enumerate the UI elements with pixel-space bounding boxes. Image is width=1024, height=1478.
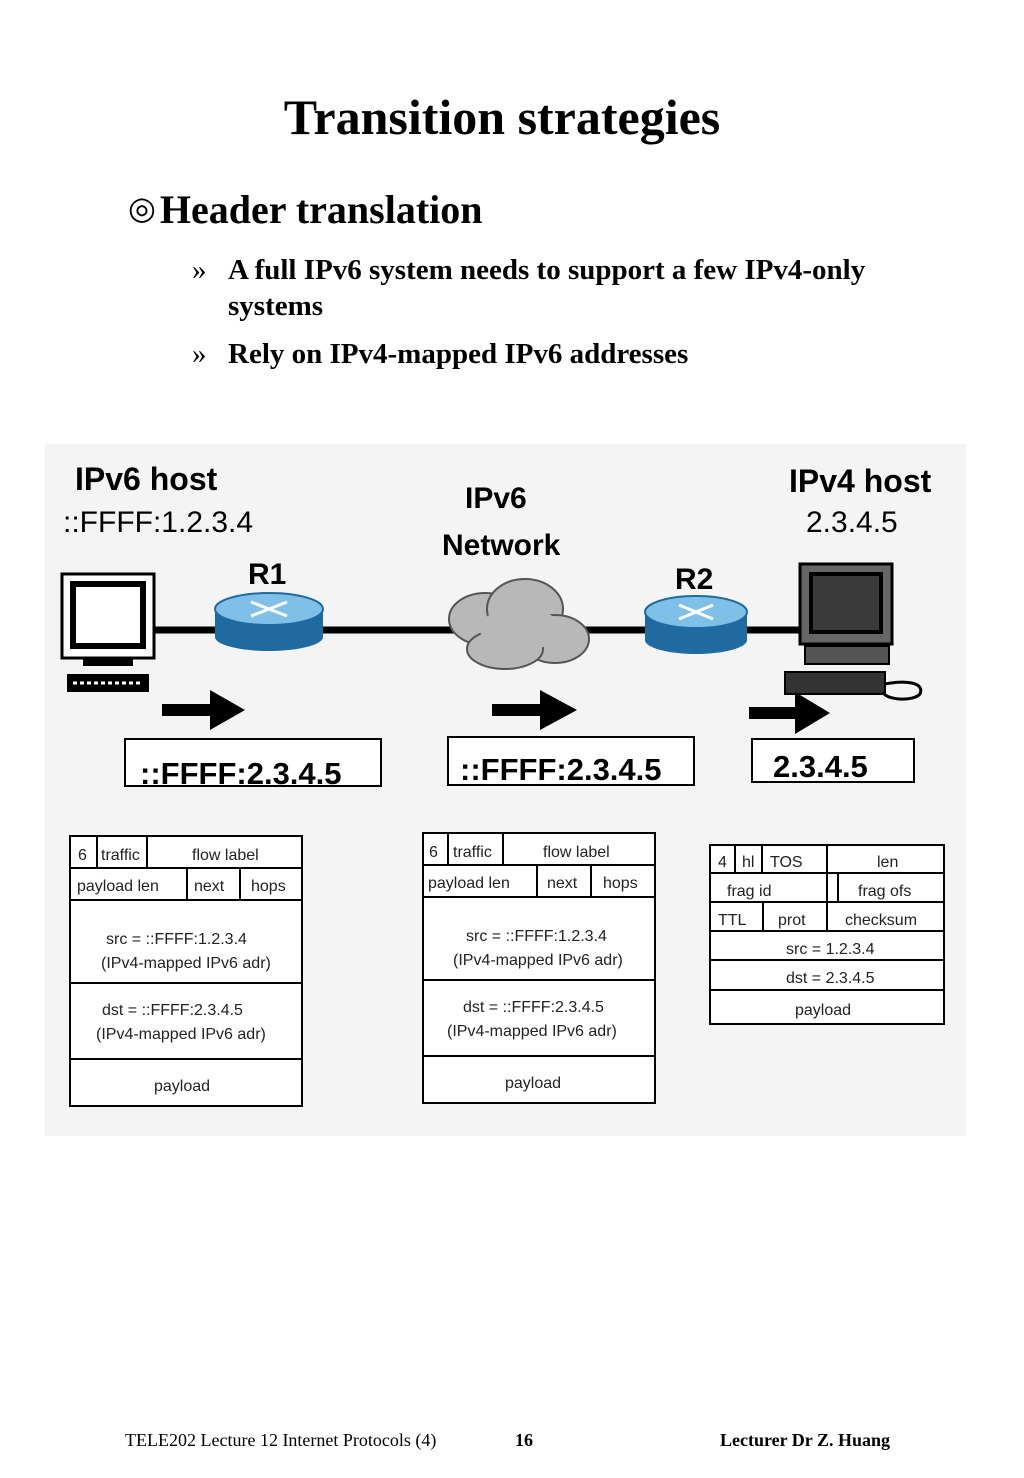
field-traffic: traffic — [101, 847, 140, 864]
field-traffic: traffic — [453, 844, 492, 861]
field-payload: payload — [505, 1075, 561, 1092]
field-next: next — [194, 878, 225, 895]
sub-bullet-marker: » — [192, 254, 207, 286]
network-label-network: Network — [442, 529, 561, 562]
ipv6-host-computer-icon — [60, 572, 156, 692]
bullet-text: Header translation — [159, 187, 483, 232]
ipv6-network-cloud-icon — [448, 578, 590, 670]
sub-bullet-marker: » — [192, 338, 207, 370]
field-dst-note: (IPv4-mapped IPv6 adr) — [447, 1023, 617, 1040]
field-payload: payload — [154, 1078, 210, 1095]
field-len: len — [877, 854, 898, 871]
address-box-1 — [124, 738, 382, 787]
slide-title: Transition strategies — [283, 89, 721, 145]
field-version: 4 — [718, 854, 727, 871]
sub-bullet-text: A full IPv6 system needs to support a fe… — [228, 254, 866, 322]
footer-course: TELE202 Lecture 12 Internet Protocols (4… — [125, 1430, 437, 1450]
field-checksum: checksum — [845, 912, 917, 929]
bullet-symbol-icon: ◎ — [128, 190, 156, 226]
ipv6-header-table-2: 6 traffic flow label payload len next ho… — [422, 832, 656, 1104]
field-src-note: (IPv4-mapped IPv6 adr) — [453, 952, 623, 969]
field-payload-len: payload len — [428, 875, 510, 892]
ipv6-header-table-1: 6 traffic flow label payload len next ho… — [69, 835, 303, 1107]
field-prot: prot — [778, 912, 806, 929]
ipv6-host-address: ::FFFF:1.2.3.4 — [63, 506, 253, 539]
field-tos: TOS — [770, 854, 803, 871]
arrow-right-icon — [162, 690, 245, 730]
address-box-3 — [751, 738, 915, 783]
field-hops: hops — [603, 875, 638, 892]
field-payload-len: payload len — [77, 878, 159, 895]
field-src: src = ::FFFF:1.2.3.4 — [106, 931, 247, 948]
field-src: src = ::FFFF:1.2.3.4 — [466, 928, 607, 945]
field-next: next — [547, 875, 578, 892]
router-r1-label: R1 — [248, 558, 286, 591]
field-payload: payload — [795, 1002, 851, 1019]
address-box-3-text: 2.3.4.5 — [773, 749, 868, 784]
address-box-2-text: ::FFFF:2.3.4.5 — [460, 752, 662, 787]
network-label-ipv6: IPv6 — [465, 482, 527, 515]
field-hl: hl — [742, 854, 754, 871]
address-box-2 — [447, 736, 695, 786]
footer-page-number: 16 — [515, 1430, 533, 1450]
router-r1-icon — [214, 592, 324, 651]
field-frag-id: frag id — [727, 883, 771, 900]
field-dst: dst = ::FFFF:2.3.4.5 — [463, 999, 604, 1016]
footer-lecturer: Lecturer Dr Z. Huang — [720, 1430, 890, 1450]
field-version: 6 — [429, 844, 438, 861]
field-flow-label: flow label — [543, 844, 610, 861]
ipv4-host-computer-icon — [784, 562, 923, 701]
ipv6-host-label: IPv6 host — [75, 461, 218, 497]
address-box-1-text: ::FFFF:2.3.4.5 — [140, 756, 342, 791]
field-ttl: TTL — [718, 912, 747, 929]
field-flow-label: flow label — [192, 847, 259, 864]
field-hops: hops — [251, 878, 286, 895]
arrow-right-icon — [749, 692, 830, 734]
ipv4-header-table: 4 hl TOS len frag id frag ofs TTL prot c… — [709, 844, 945, 1025]
router-r2-icon — [644, 595, 748, 654]
header-translation-diagram: IPv6 host ::FFFF:1.2.3.4 IPv6 Network IP… — [45, 444, 966, 1136]
arrow-right-icon — [492, 690, 577, 730]
field-dst: dst = 2.3.4.5 — [786, 970, 875, 987]
sub-bullet-text: Rely on IPv4-mapped IPv6 addresses — [228, 338, 689, 370]
field-dst: dst = ::FFFF:2.3.4.5 — [102, 1002, 243, 1019]
field-src: src = 1.2.3.4 — [786, 941, 875, 958]
field-dst-note: (IPv4-mapped IPv6 adr) — [96, 1026, 266, 1043]
field-version: 6 — [78, 847, 87, 864]
ipv4-host-label: IPv4 host — [789, 463, 932, 499]
bullet-header-translation: ◎Header translation — [128, 186, 483, 233]
router-r2-label: R2 — [675, 563, 713, 596]
field-frag-ofs: frag ofs — [858, 883, 911, 900]
field-src-note: (IPv4-mapped IPv6 adr) — [101, 955, 271, 972]
ipv4-host-address: 2.3.4.5 — [806, 506, 898, 539]
